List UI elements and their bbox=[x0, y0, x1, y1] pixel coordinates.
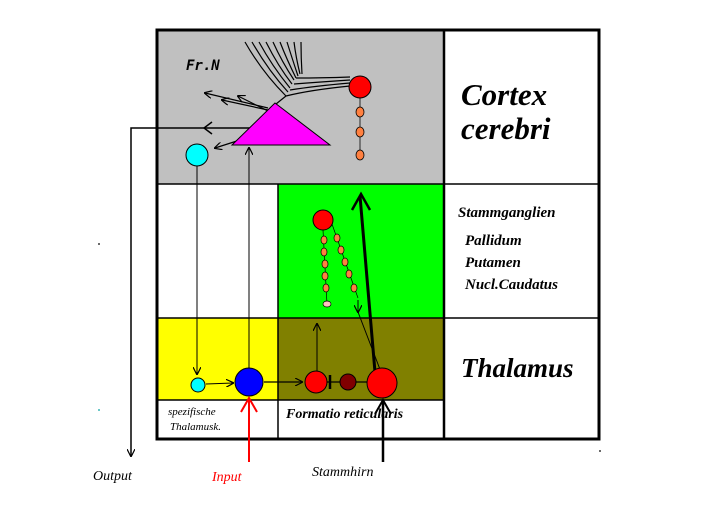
apical-dendrites bbox=[244, 41, 351, 105]
stammganglien-white-region bbox=[157, 184, 278, 318]
thalamic-relay-neuron-blue bbox=[234, 367, 264, 397]
stammhirn-label: Stammhirn bbox=[312, 465, 374, 480]
thalamus-olive-region bbox=[278, 318, 444, 400]
stray-dot bbox=[98, 243, 100, 245]
stray-dot bbox=[599, 450, 601, 452]
fr-n-label: Fr.N bbox=[186, 58, 220, 74]
thick-ascending-pathway bbox=[358, 195, 377, 373]
reticular-neuron-darkred bbox=[339, 373, 357, 391]
cortex-label-line1: Cortex bbox=[461, 77, 548, 112]
cortical-interneuron-cyan bbox=[185, 143, 209, 167]
striatal-neuron-red bbox=[312, 209, 334, 231]
reticular-to-striatum-2 bbox=[357, 311, 382, 373]
thick-pathway-arrow bbox=[350, 191, 372, 211]
reticular-neuron-red-right bbox=[366, 367, 398, 399]
grid-lines bbox=[155, 28, 601, 441]
stammhirn-arrow bbox=[374, 397, 392, 415]
striatal-chain-left bbox=[320, 229, 332, 308]
spezifische-label-line1: spezifische bbox=[168, 406, 216, 418]
output-label: Output bbox=[93, 469, 132, 484]
input-label: Input bbox=[212, 470, 242, 485]
striatal-chain-right bbox=[331, 223, 359, 299]
input-arrow bbox=[240, 395, 258, 413]
formatio-reticularis-label: Formatio reticularis bbox=[286, 407, 404, 422]
cortical-orange-chain bbox=[355, 98, 365, 161]
stammganglien-title: Stammganglien bbox=[458, 205, 556, 221]
stammganglien-item-pallidum: Pallidum bbox=[465, 233, 522, 249]
output-arrow-head-left bbox=[202, 121, 213, 135]
pyramidal-cell bbox=[230, 102, 332, 146]
stammganglien-item-nucl-caudatus: Nucl.Caudatus bbox=[465, 277, 558, 293]
stray-dot bbox=[98, 409, 100, 411]
output-pathway bbox=[131, 127, 250, 456]
thalamic-neuron-cyan-small bbox=[190, 377, 206, 393]
stammganglien-item-putamen: Putamen bbox=[465, 255, 521, 271]
cortical-neuron-red bbox=[348, 75, 372, 99]
thalamus-label: Thalamus bbox=[461, 353, 574, 383]
reticular-neuron-red-left bbox=[304, 370, 328, 394]
cortex-label-line2: cerebri bbox=[461, 111, 551, 146]
spezifische-label-line2: Thalamusk. bbox=[170, 421, 222, 433]
cyan-to-blue bbox=[205, 383, 233, 384]
